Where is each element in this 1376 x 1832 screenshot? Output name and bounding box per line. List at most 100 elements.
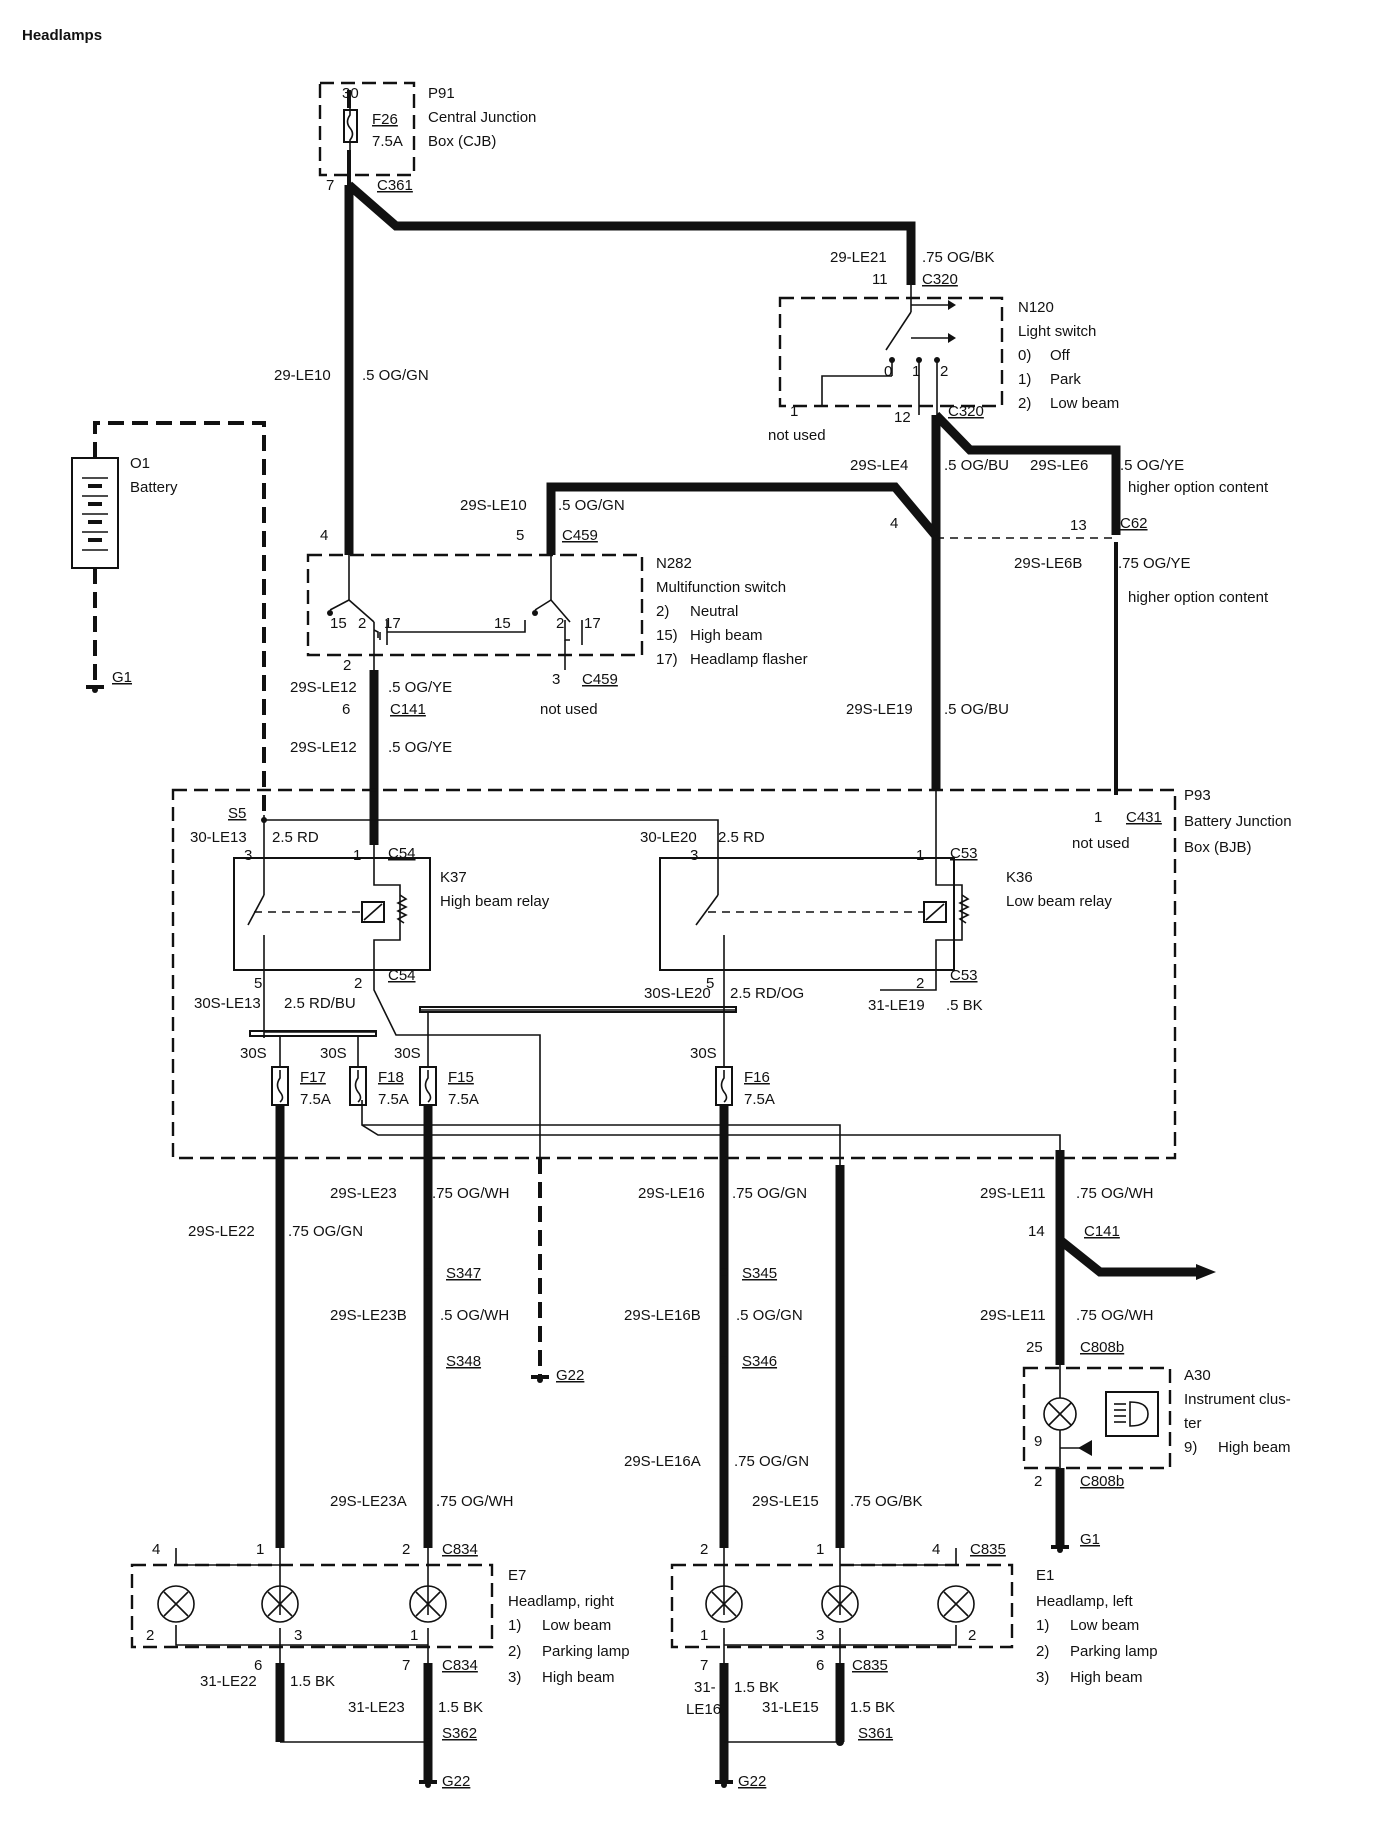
high-beam-lamp-icon: [821, 1585, 859, 1623]
n120-pos0: Off: [1050, 347, 1071, 364]
indicator-lamp-icon: [1043, 1397, 1077, 1431]
wire-spec-29s-le12-b: .5 OG/YE: [388, 739, 452, 756]
wire-f18-to-le15: [362, 1124, 841, 1165]
c53-connector-bottom: C53: [950, 967, 978, 984]
c808b-connector-top: C808b: [1080, 1339, 1124, 1356]
wire-label-31-le22: 31-LE22: [200, 1673, 257, 1690]
e7-name: Headlamp, right: [508, 1593, 615, 1610]
instrument-cluster-box: [1022, 1366, 1172, 1470]
wire-label-31-le16-1: 31-: [694, 1679, 716, 1696]
a30-name-2: ter: [1184, 1415, 1202, 1432]
fuse-f16-label: F16: [744, 1069, 770, 1086]
labels: 30 F26 7.5A P91 Central Junction Box (CJ…: [112, 85, 1292, 1790]
wire-spec-29-le10: .5 OG/GN: [362, 367, 429, 384]
k36-pin-1: 1: [916, 847, 924, 864]
k37-switch: [247, 894, 265, 926]
c431-pin-1: 1: [1094, 809, 1102, 826]
n282-not-used: not used: [540, 701, 598, 718]
e1-f3: High beam: [1070, 1669, 1143, 1686]
n120-contact-1: 1: [912, 363, 920, 380]
c834-connector-top: C834: [442, 1541, 478, 1558]
wire-label-29-le21: 29-LE21: [830, 249, 887, 266]
e1-pin-2: 2: [700, 1541, 708, 1558]
wire-label-29s-le6b: 29S-LE6B: [1014, 555, 1082, 572]
n282-pos15-num: 15): [656, 627, 678, 644]
wire-label-29s-le10: 29S-LE10: [460, 497, 527, 514]
k37-name: High beam relay: [440, 893, 550, 910]
light-switch-box: [778, 296, 1004, 408]
low-beam-lamp-icon: [705, 1585, 743, 1623]
cjb-id: P91: [428, 85, 455, 102]
n120-pos2: Low beam: [1050, 395, 1119, 412]
e7-f3-num: 3): [508, 1669, 521, 1686]
n282-pos17-num: 17): [656, 651, 678, 668]
wire-label-30s-le20: 30S-LE20: [644, 985, 711, 1002]
e7-lamp-1: 1: [410, 1627, 418, 1644]
wire-spec-29s-le10: .5 OG/GN: [558, 497, 625, 514]
wire-29s-le6: [932, 411, 1121, 535]
k37-coil-wire: [373, 858, 401, 970]
mfs-contact-2b: [564, 620, 570, 641]
wire-spec-29s-le11-b: .75 OG/WH: [1076, 1307, 1154, 1324]
c361-connector: C361: [377, 177, 413, 194]
ground-g22-mid: G22: [556, 1367, 584, 1384]
c62-pin-13: 13: [1070, 517, 1087, 534]
cjb-name-2: Box (CJB): [428, 133, 496, 150]
wire-spec-29s-le16a: .75 OG/GN: [734, 1453, 809, 1470]
e7-pin-2: 2: [402, 1541, 410, 1558]
wire-spec-29s-le23a: .75 OG/WH: [436, 1493, 514, 1510]
ground-g22-right-lamp: G22: [442, 1773, 470, 1790]
bjb-name-2: Box (BJB): [1184, 839, 1252, 856]
c835-connector-top: C835: [970, 1541, 1006, 1558]
wire-spec-29s-le19: .5 OG/BU: [944, 701, 1009, 718]
wire-label-29s-le16: 29S-LE16: [638, 1185, 705, 1202]
battery-cells: [82, 477, 108, 551]
n282-pin-5: 5: [516, 527, 524, 544]
wire-29-le21: [346, 181, 916, 285]
splice-dots: [261, 535, 939, 1746]
k36-id: K36: [1006, 869, 1033, 886]
wire-k37-pin2: [373, 970, 541, 1158]
wire-spec-30s-le20: 2.5 RD/OG: [730, 985, 804, 1002]
n120-pin-1: 1: [790, 403, 798, 420]
k36-coil-wire: [935, 858, 963, 970]
e7-lamp-3: 3: [294, 1627, 302, 1644]
high-beam-lamp-icon: [409, 1585, 447, 1623]
light-switch-pin1: [821, 375, 892, 405]
bjb-name-1: Battery Junction: [1184, 813, 1292, 830]
wire-spec-31-le15: 1.5 BK: [850, 1699, 895, 1716]
wire-spec-29s-le23b: .5 OG/WH: [440, 1307, 509, 1324]
n120-not-used: not used: [768, 427, 826, 444]
wire-spec-29s-le4: .5 OG/BU: [944, 457, 1009, 474]
n282-pos2-num: 2): [656, 603, 669, 620]
k36-name: Low beam relay: [1006, 893, 1112, 910]
splice-s347: S347: [446, 1265, 481, 1282]
e7-lamp-2: 2: [146, 1627, 154, 1644]
k36-pin-2: 2: [916, 975, 924, 992]
wire-label-30-le20: 30-LE20: [640, 829, 697, 846]
wire-label-29s-le11-b: 29S-LE11: [980, 1307, 1046, 1324]
wire-label-29-le10: 29-LE10: [274, 367, 331, 384]
mfs-contact-15b: [387, 620, 526, 633]
headlamp-right-box: [130, 1563, 494, 1649]
splice-s345: S345: [742, 1265, 777, 1282]
battery-icon: [71, 457, 119, 569]
busbar-30s-right: [419, 1006, 737, 1013]
a30-name-1: Instrument clus-: [1184, 1391, 1291, 1408]
busbar-30s-left: [249, 1030, 377, 1037]
e7-f1-num: 1): [508, 1617, 521, 1634]
k36-pin-5: 5: [706, 975, 714, 992]
mfs-lever-a: [329, 599, 350, 611]
wire-note-29s-le6b: higher option content: [1128, 589, 1269, 606]
cjb-pin-30: 30: [342, 85, 359, 102]
bjb-box: [171, 788, 1177, 1160]
k37-pin-2: 2: [354, 975, 362, 992]
wire-spec-30-le20: 2.5 RD: [718, 829, 765, 846]
e1-id: E1: [1036, 1567, 1054, 1584]
a30-pin-25: 25: [1026, 1339, 1043, 1356]
wire-label-31-le15: 31-LE15: [762, 1699, 819, 1716]
splice-s346: S346: [742, 1353, 777, 1370]
c459-connector-bottom: C459: [582, 671, 618, 688]
fuse-f15-bus: 30S: [394, 1045, 421, 1062]
e1-f2: Parking lamp: [1070, 1643, 1158, 1660]
